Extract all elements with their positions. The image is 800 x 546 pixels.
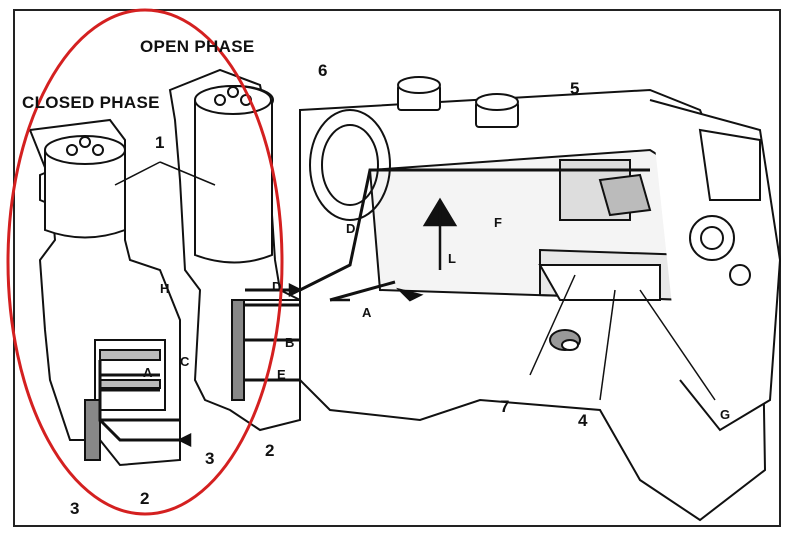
letter-D-left: D — [272, 279, 282, 294]
letter-G: G — [720, 407, 731, 422]
gear-6 — [309, 109, 391, 221]
letter-D-right: D — [346, 221, 356, 236]
callout-7: 7 — [500, 397, 510, 416]
pump-body — [299, 88, 767, 522]
letter-F: F — [494, 215, 502, 230]
letter-A-right: A — [362, 305, 372, 320]
bolt-right — [475, 93, 519, 128]
open-phase-label: OPEN PHASE — [140, 37, 255, 56]
flow-path-open — [245, 168, 650, 382]
end-housing — [649, 99, 782, 432]
callout-1: 1 — [155, 133, 165, 152]
leader-1b — [159, 161, 216, 186]
injector-closed — [28, 118, 181, 467]
letter-H: H — [160, 281, 170, 296]
callout-6: 6 — [318, 61, 328, 80]
arrows — [177, 197, 458, 448]
letter-B: B — [285, 335, 295, 350]
spring-7 — [549, 329, 581, 351]
leader-1a — [114, 161, 161, 186]
letter-C: C — [180, 354, 190, 369]
letter-A-left: A — [143, 365, 153, 380]
letter-E: E — [277, 367, 286, 382]
callout-3-right: 3 — [205, 449, 215, 468]
callout-3-left: 3 — [70, 499, 80, 518]
highlight-ellipse — [6, 8, 284, 516]
bolt-left — [397, 76, 441, 111]
leader-4 — [599, 289, 616, 401]
letter-L: L — [448, 251, 456, 266]
leader-G — [639, 289, 716, 401]
callout-2-right: 2 — [265, 441, 275, 460]
callout-5: 5 — [570, 79, 580, 98]
flow-path-closed — [98, 360, 180, 442]
callout-4: 4 — [578, 411, 588, 430]
leader-7 — [529, 274, 576, 376]
closed-phase-label: CLOSED PHASE — [22, 93, 160, 112]
callout-2-left: 2 — [140, 489, 150, 508]
